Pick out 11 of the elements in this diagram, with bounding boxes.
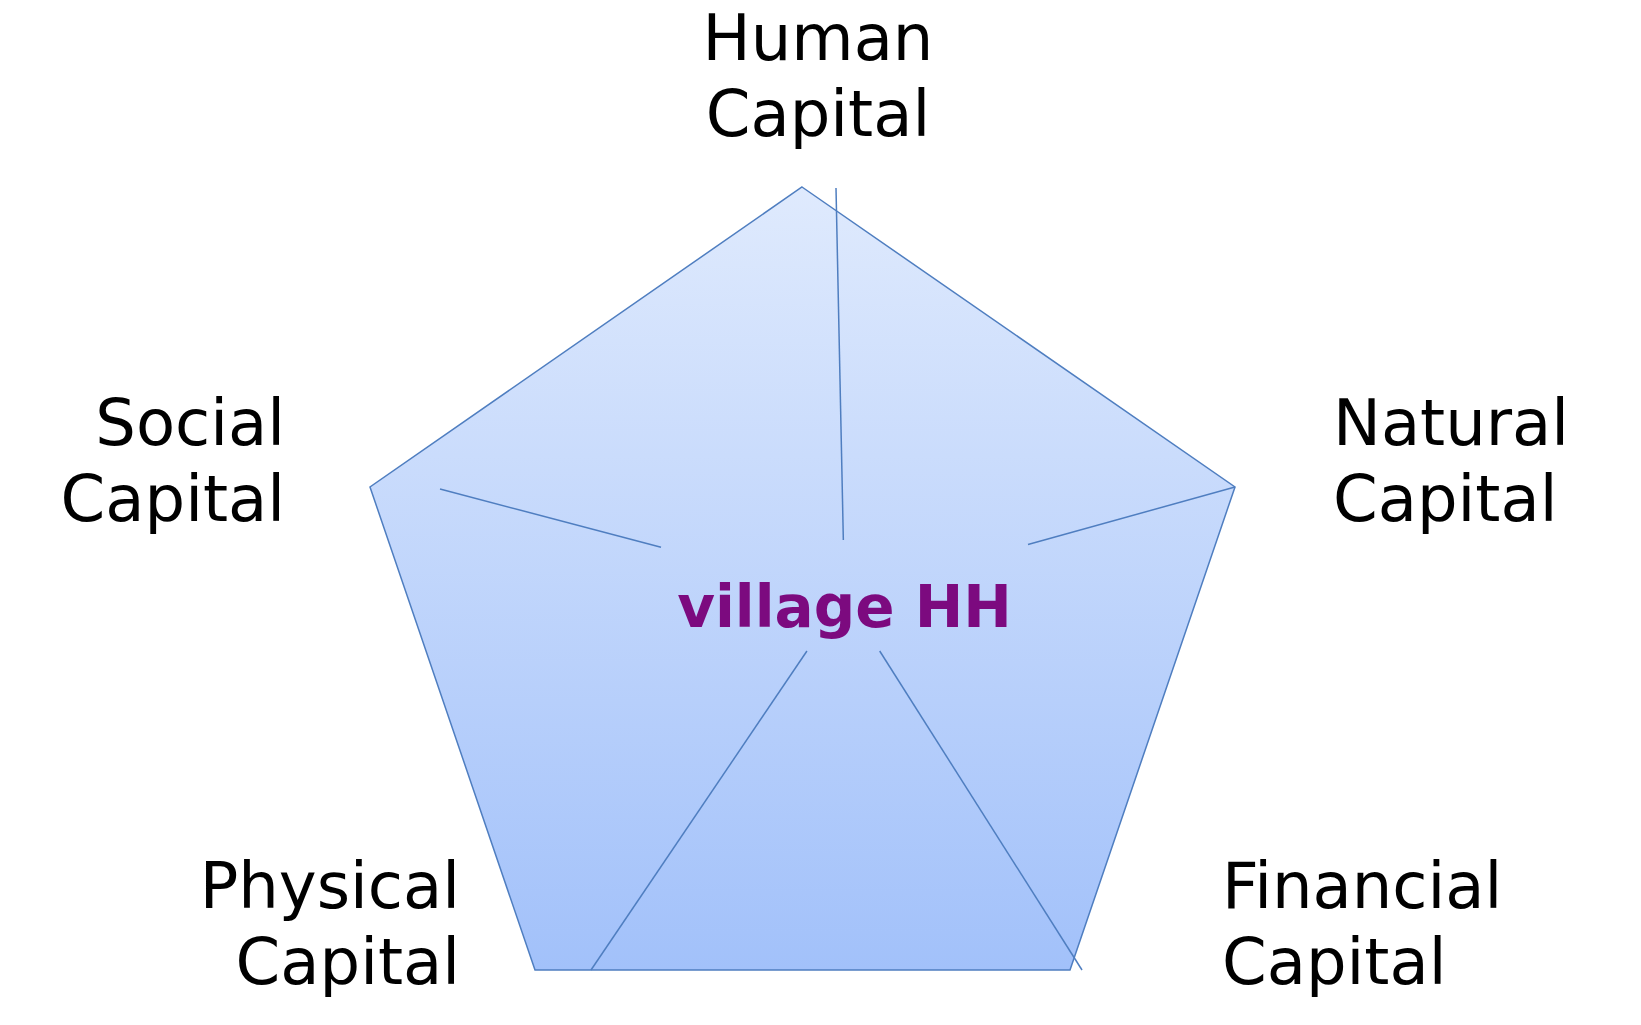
capital-label: Natural Capital: [1333, 385, 1571, 537]
capital-label: Financial Capital: [1222, 848, 1504, 1000]
capital-label: Social Capital: [59, 385, 285, 537]
connector-line: [590, 650, 808, 971]
connector-line: [878, 650, 1083, 971]
capital-label: Physical Capital: [198, 848, 460, 1000]
capital-label: Human Capital: [701, 0, 935, 152]
center-label: village HH: [661, 540, 1028, 651]
connector-line: [835, 187, 845, 541]
connector-line: [1027, 486, 1236, 546]
connector-line: [439, 488, 662, 548]
